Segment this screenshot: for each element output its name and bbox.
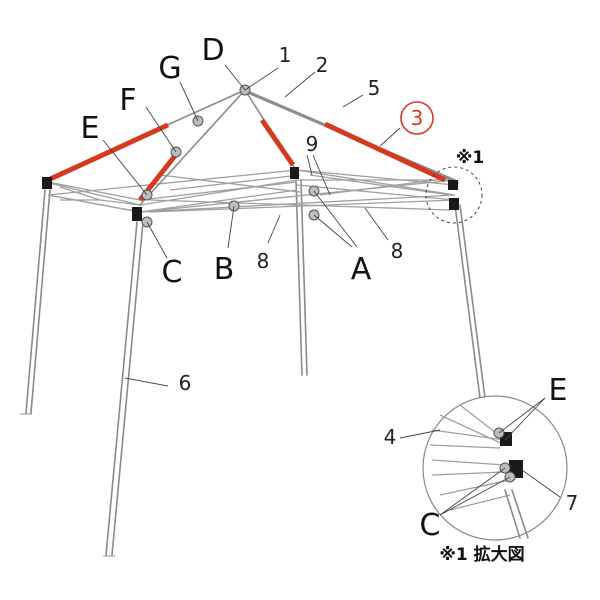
leader-8b [364,207,389,241]
callout-marker: ※1 [456,148,484,168]
inset-caption: ※1 拡大図 [439,544,524,565]
leader-9a [306,154,313,176]
leg-right-inner [459,204,486,399]
leg-front-left-inner [30,189,51,414]
leader-9b [312,154,331,196]
leader-B [227,205,235,249]
leg-back [295,179,303,376]
inset-leader-E [498,397,546,434]
leader-E [102,139,148,196]
corner-bracket-right [448,180,458,190]
label-6: 6 [179,371,192,395]
leg-front-inner [111,221,144,556]
leader-8a [267,214,281,244]
truss-scissor-front [149,199,456,213]
leader-2 [284,71,316,98]
label-C: C [162,255,183,290]
red-rafter-left [46,122,170,183]
label-8-left: 8 [257,249,270,273]
detail-inset [399,395,568,541]
label-7: 7 [566,491,579,515]
label-4: 4 [384,425,397,449]
leader-G [179,81,199,122]
inset-leader-4 [399,429,441,439]
label-8-right: 8 [391,239,404,263]
label-2: 2 [316,53,329,77]
inset-leg [504,489,521,539]
leg-front-left [25,189,46,414]
corner-bracket-front [132,207,142,221]
leader-6 [124,377,169,387]
inset-leader-E2 [504,397,546,441]
corner-bracket-right-lower [449,198,459,210]
label-G: G [158,51,181,86]
leg-right [454,204,481,399]
highlight-ring-3 [400,101,434,135]
label-F: F [119,83,136,118]
corner-bracket-back [290,167,299,179]
truss-scissor-left [59,186,141,206]
inset-truss [429,404,511,511]
brackets [42,167,459,221]
truss-scissor-back [159,174,451,196]
inset-label-C: C [420,508,441,543]
leader-C [146,221,168,259]
highlighted-rafters [46,118,447,202]
red-rafter-right [323,121,447,183]
leader-D [224,64,246,91]
label-9: 9 [306,132,319,156]
inset-circle [422,395,568,541]
side-truss [44,169,456,213]
leg-front [105,221,138,556]
label-5: 5 [368,76,381,100]
inset-label-E: E [549,373,568,408]
inset-leader-C2 [439,476,511,516]
inset-leader-7 [521,469,561,498]
leader-A-lower [313,214,353,248]
leader-F [145,106,177,153]
leader-3 [379,127,401,147]
label-A: A [351,252,372,287]
leader-5 [342,94,364,108]
label-3: 3 [411,106,424,130]
label-B: B [214,252,235,287]
truss-rails [47,169,456,213]
rafter-front [139,89,246,206]
label-D: D [201,33,224,68]
leader-lines [102,64,401,387]
inset-leader-C [439,467,506,516]
labels: D G F E C B A 1 2 5 3 9 8 8 6 4 7 E C ※1… [81,33,579,565]
detail-callout-circle [425,166,483,224]
leader-A-upper [313,190,358,248]
label-E: E [81,111,100,146]
leader-1 [244,67,279,91]
corner-bracket-left [42,177,52,189]
red-rafter-back [259,118,296,167]
leg-back-inner [300,179,308,376]
label-1: 1 [279,43,292,67]
inset-leg-inner [511,489,529,539]
legs [20,179,486,557]
